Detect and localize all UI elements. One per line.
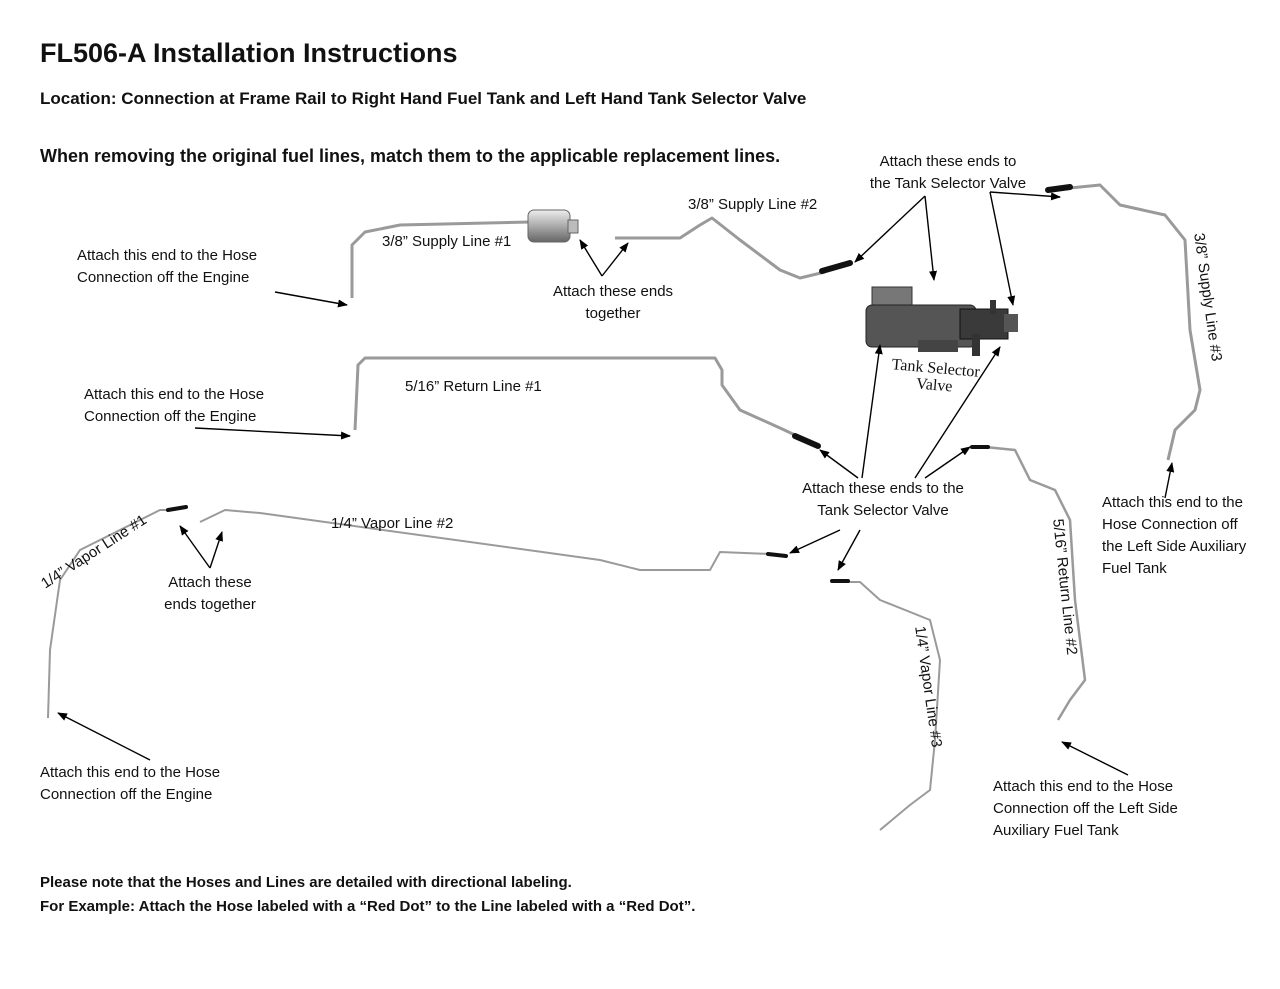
label-return-line-1: 5/16” Return Line #1 (405, 378, 542, 395)
text-line: ends together (164, 596, 256, 613)
vapor-line-3 (845, 581, 941, 831)
text-line: Connection off the Engine (40, 786, 213, 803)
hose-end (766, 552, 788, 558)
location-subtitle: Location: Connection at Frame Rail to Ri… (40, 89, 807, 108)
note-selector-top: Attach these ends to the Tank Selector Va… (858, 151, 1038, 195)
fuel-filter (527, 209, 579, 243)
tank-selector-valve-image (865, 286, 1018, 356)
supply-line-1 (350, 220, 531, 298)
text-line: Attach these ends to the (802, 480, 964, 497)
vapor-line-2 (199, 509, 771, 571)
text-line: the Left Side Auxiliary (1102, 538, 1247, 555)
hose-end (792, 433, 821, 449)
text-line: Fuel Tank (1102, 560, 1167, 577)
text-line: the Tank Selector Valve (869, 175, 1027, 192)
text-line: Attach this end to the Hose (40, 764, 221, 781)
text-line: Auxiliary Fuel Tank (993, 822, 1119, 839)
text-line: Hose Connection off (1102, 516, 1238, 533)
footer-note-2: For Example: Attach the Hose labeled wit… (40, 898, 696, 915)
hose-end (819, 260, 853, 274)
text-line: Attach this end to the Hose (84, 386, 265, 403)
return-line-1 (353, 356, 796, 437)
supply-line-3 (1069, 183, 1202, 461)
text-line: Connection off the Engine (84, 408, 257, 425)
supply-line-2 (615, 216, 826, 280)
footer-note-1: Please note that the Hoses and Lines are… (40, 874, 572, 891)
text-line: Attach these (168, 574, 252, 591)
text-line: together (585, 305, 641, 322)
hose-end (166, 505, 188, 512)
vapor-line-1 (47, 509, 168, 719)
text-line: Attach this end to the Hose (77, 247, 258, 264)
intro-text: When removing the original fuel lines, m… (40, 146, 781, 166)
return-line-2 (984, 445, 1087, 721)
label-supply-line-2: 3/8” Supply Line #2 (688, 196, 818, 213)
label-supply-line-1: 3/8” Supply Line #1 (382, 233, 512, 250)
text-line: Tank Selector Valve (817, 502, 949, 519)
text-line: Attach these ends (552, 283, 674, 300)
page-title: FL506-A Installation Instructions (40, 38, 458, 68)
text-line: Attach this end to the Hose (993, 778, 1174, 795)
note-together-vapor: Attach these ends together (150, 572, 270, 616)
text-line: Attach these ends to (879, 153, 1017, 170)
hose-end (1045, 184, 1073, 193)
text-line: Connection off the Engine (77, 269, 250, 286)
note-together-supply: Attach these ends together (540, 281, 686, 325)
label-vapor-line-2: 1/4” Vapor Line #2 (331, 515, 454, 532)
text-line: Attach this end to the (1102, 494, 1243, 511)
text-line: Connection off the Left Side (993, 800, 1178, 817)
